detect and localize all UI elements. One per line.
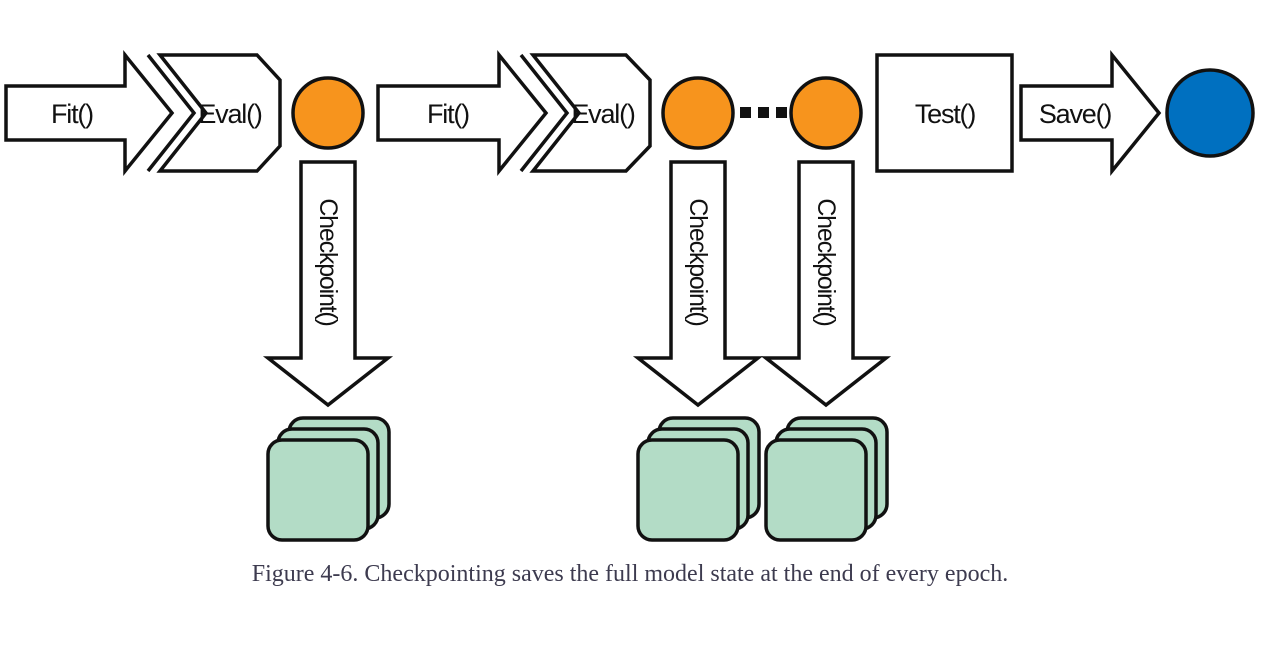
eval-label-2: Eval(): [571, 99, 635, 129]
fit-arrow-2: Fit(): [376, 50, 549, 176]
epoch-node-1: [291, 76, 365, 150]
checkpoint-stack-1: [266, 416, 391, 542]
eval-chevron-1: Eval(): [146, 53, 282, 173]
checkpoint-arrow-3: Checkpoint(): [760, 160, 892, 408]
checkpoint-label-1: Checkpoint(): [314, 198, 342, 325]
checkpoint-label-3: Checkpoint(): [812, 198, 840, 325]
test-box: Test(): [875, 53, 1014, 173]
checkpoint-arrow-2: Checkpoint(): [632, 160, 764, 408]
checkpoint-arrow-1: Checkpoint(): [262, 160, 394, 408]
fit-label-2: Fit(): [427, 99, 469, 129]
eval-chevron-2: Eval(): [519, 53, 652, 173]
epoch-node-2: [661, 76, 735, 150]
figure-caption: Figure 4-6. Checkpointing saves the full…: [251, 561, 1009, 587]
fit-label-1: Fit(): [51, 99, 93, 129]
checkpoint-stack-2: [636, 416, 761, 542]
fit-arrow-1: Fit(): [4, 50, 175, 176]
final-model-node: [1165, 68, 1255, 158]
eval-label-1: Eval(): [198, 99, 262, 129]
epoch-node-3: [789, 76, 863, 150]
checkpoint-stack-3: [764, 416, 889, 542]
save-arrow: Save(): [1019, 50, 1162, 176]
checkpoint-label-2: Checkpoint(): [684, 198, 712, 325]
save-label: Save(): [1039, 99, 1112, 129]
test-label: Test(): [915, 99, 976, 129]
ellipsis-dots: [740, 107, 787, 118]
